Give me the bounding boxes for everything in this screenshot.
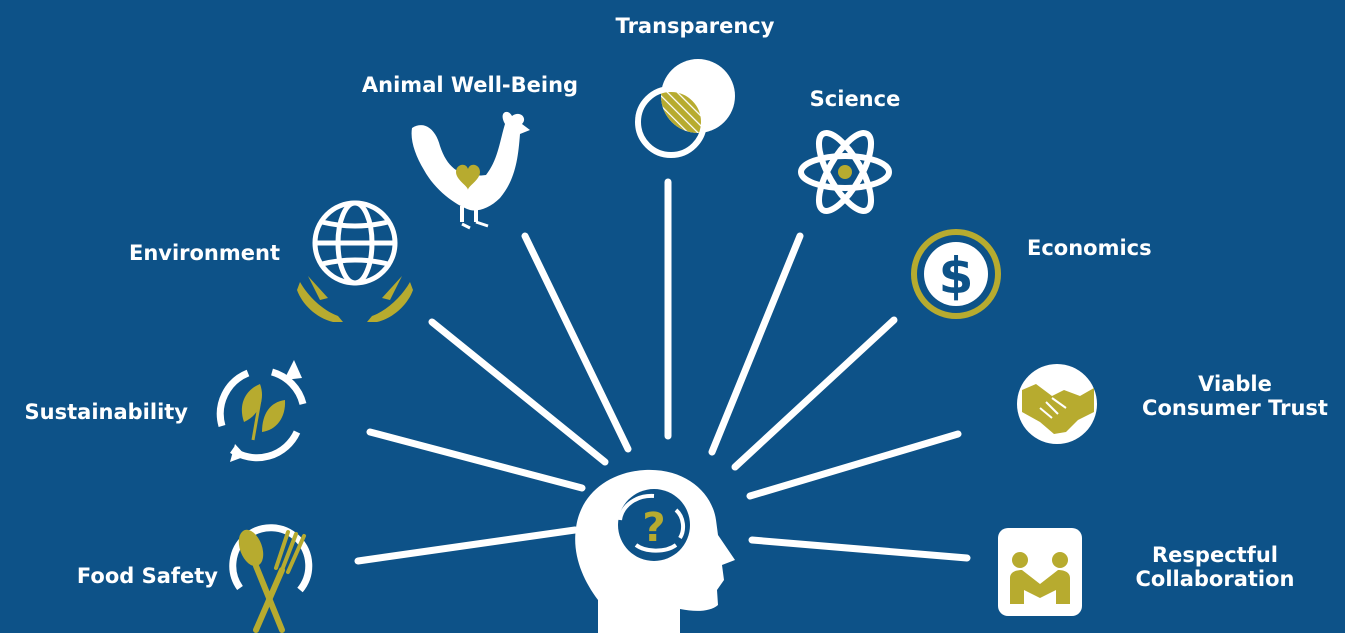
label-economics: Economics <box>1027 236 1152 260</box>
spokes <box>354 178 971 565</box>
label-viable-line2: Consumer Trust <box>1142 396 1328 420</box>
spoke-sustainability <box>366 428 586 492</box>
spoke-science <box>708 232 804 456</box>
label-viable-line1: Viable <box>1198 372 1272 396</box>
label-transparency: Transparency <box>615 14 775 38</box>
fork-spoon-icon <box>229 524 313 633</box>
chicken-heart-icon <box>411 111 530 230</box>
label-sustainability: Sustainability <box>24 400 188 424</box>
spoke-environment <box>428 318 609 466</box>
globe-hands-icon <box>297 200 413 322</box>
spoke-animal-well-being <box>521 232 632 453</box>
label-food-safety: Food Safety <box>76 564 218 588</box>
label-animal-well-being: Animal Well-Being <box>361 73 579 97</box>
overlapping-circles-icon <box>635 59 735 158</box>
spoke-economics <box>731 316 898 471</box>
label-science: Science <box>809 87 901 111</box>
spoke-respectful-collaboration <box>748 536 971 562</box>
spoke-food-safety <box>354 526 579 565</box>
atom-icon <box>798 130 892 214</box>
label-respectful-collaboration: Respectful Collaboration <box>1110 543 1320 591</box>
label-viable-consumer-trust: Viable Consumer Trust <box>1130 372 1340 420</box>
dollar-icon: $ <box>911 229 1001 319</box>
handshake-icon <box>1017 364 1097 444</box>
label-respectful-line1: Respectful <box>1152 543 1278 567</box>
center-question-mark: ? <box>642 505 665 551</box>
spoke-viable-consumer-trust <box>746 430 962 500</box>
label-environment: Environment <box>128 241 280 265</box>
dollar-symbol: $ <box>939 247 974 305</box>
label-respectful-line2: Collaboration <box>1135 567 1295 591</box>
recycle-leaf-icon <box>216 360 307 462</box>
people-meeting-icon <box>998 528 1082 616</box>
head-question-icon: ? <box>575 469 735 633</box>
